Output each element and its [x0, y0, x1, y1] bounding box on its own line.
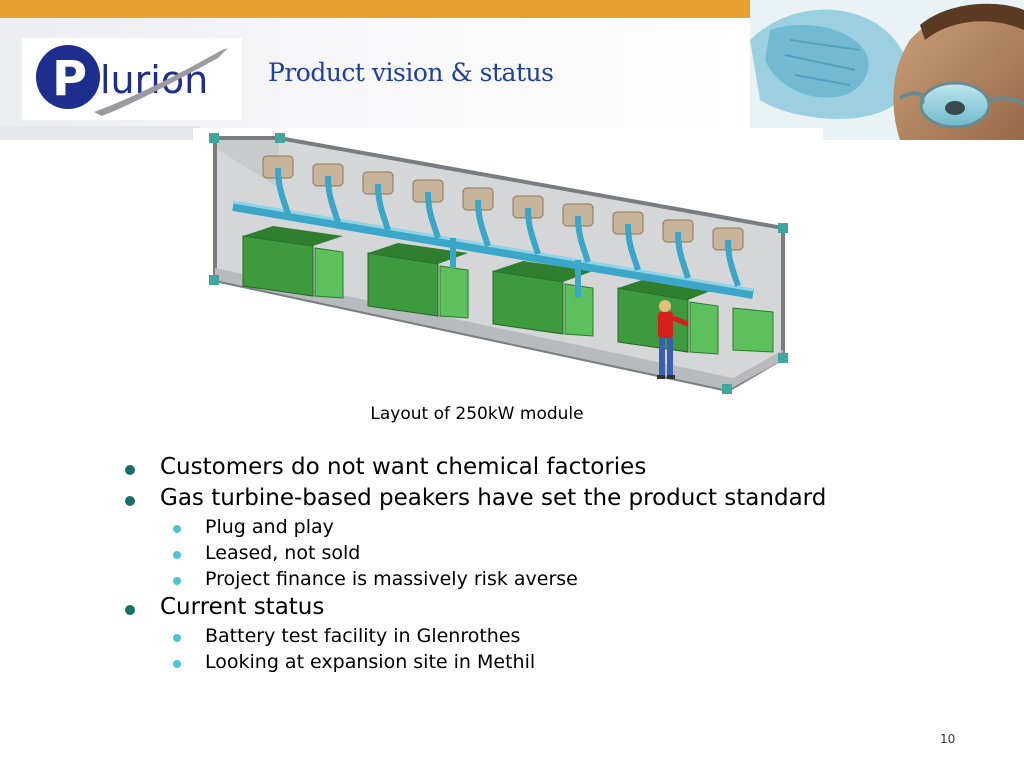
sub-bullet-text: Project finance is massively risk averse: [205, 568, 578, 590]
slide-title: Product vision & status: [268, 58, 554, 87]
bullet-item: Current status: [120, 594, 960, 625]
bullet-dot: [125, 496, 135, 506]
bullet-list: Customers do not want chemical factories…: [120, 454, 960, 677]
sub-bullet-item: Leased, not sold: [120, 542, 960, 568]
bullet-item: Gas turbine-based peakers have set the p…: [120, 485, 960, 516]
bullet-item: Customers do not want chemical factories: [120, 454, 960, 485]
module-illustration: [209, 133, 788, 394]
figure-caption: Layout of 250kW module: [370, 404, 584, 424]
bullet-dot: [125, 465, 135, 475]
sub-bullet-item: Plug and play: [120, 516, 960, 542]
sub-bullet-dot: [173, 660, 181, 668]
bullet-dot: [125, 605, 135, 615]
sub-bullet-dot: [173, 525, 181, 533]
header-accent-bar: [0, 0, 750, 18]
sub-bullet-dot: [173, 577, 181, 585]
svg-text:lurion: lurion: [100, 58, 208, 102]
face-photo-image: [750, 0, 1024, 140]
bullet-text: Current status: [160, 594, 325, 620]
sub-bullet-text: Plug and play: [205, 516, 334, 538]
bullet-text: Gas turbine-based peakers have set the p…: [160, 485, 827, 511]
sub-bullet-text: Battery test facility in Glenrothes: [205, 625, 521, 647]
sub-bullet-text: Leased, not sold: [205, 542, 361, 564]
sub-bullet-text: Looking at expansion site in Methil: [205, 651, 536, 673]
sub-bullet-item: Looking at expansion site in Methil: [120, 651, 960, 677]
page-number: 10: [940, 732, 956, 746]
svg-text:P: P: [52, 51, 87, 107]
person-figure: [657, 300, 689, 379]
sub-bullet-item: Battery test facility in Glenrothes: [120, 625, 960, 651]
bullet-text: Customers do not want chemical factories: [160, 454, 647, 480]
plurion-logo: P lurion: [22, 38, 242, 120]
sub-bullet-item: Project finance is massively risk averse: [120, 568, 960, 594]
plurion-logo-mark: P lurion: [36, 45, 228, 116]
header-band-shadow: [0, 126, 200, 140]
sub-bullet-dot: [173, 551, 181, 559]
module-layout-figure: [193, 128, 823, 398]
header-photo: [750, 0, 1024, 140]
sub-bullet-dot: [173, 634, 181, 642]
